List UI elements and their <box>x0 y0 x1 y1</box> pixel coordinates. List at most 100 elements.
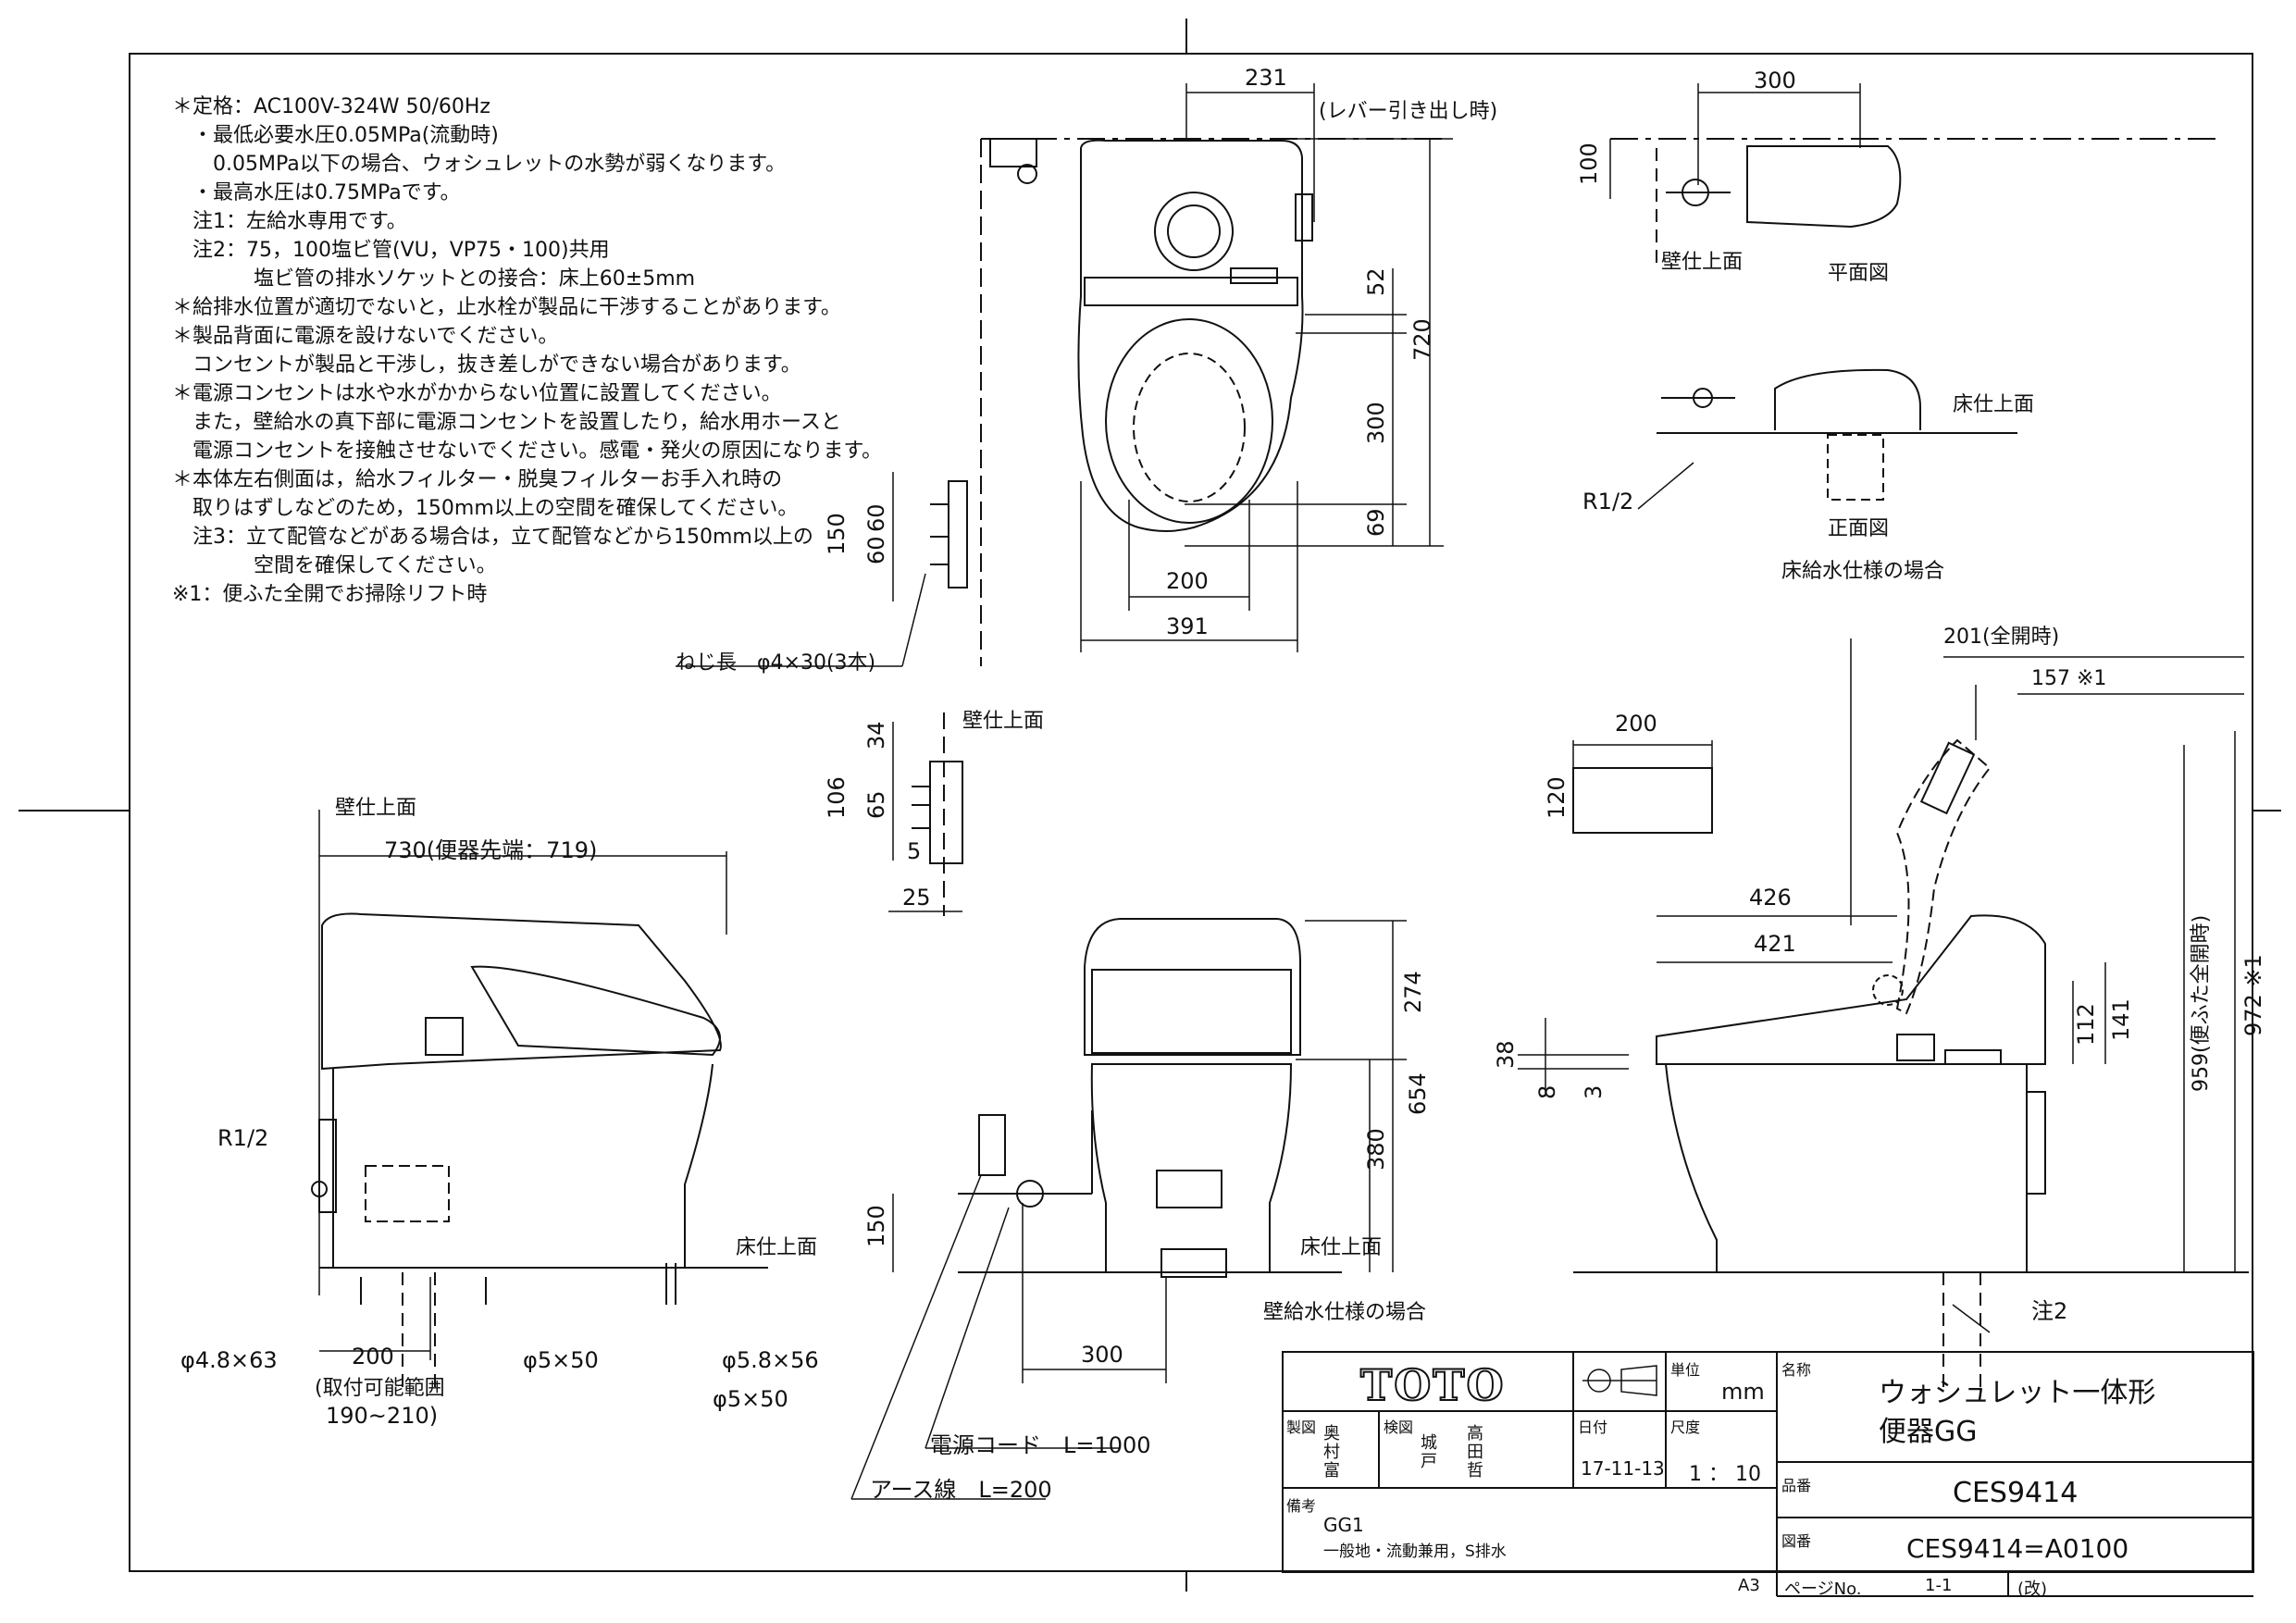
svg-text:3: 3 <box>1581 1085 1607 1099</box>
spec-note-line: 取りはずしなどのため，150mm以上の空間を確保してください。 <box>172 497 799 520</box>
page-label: ページNo. <box>1784 1580 1862 1599</box>
svg-text:60: 60 <box>863 536 889 564</box>
svg-text:69: 69 <box>1363 508 1389 537</box>
svg-text:壁仕上面: 壁仕上面 <box>335 797 416 820</box>
svg-text:200: 200 <box>352 1344 394 1369</box>
spec-note-line: コンセントが製品と干渉し，抜き差しができない場合があります。 <box>172 353 801 377</box>
product-name-1: ウォシュレット一体形 <box>1879 1377 2156 1409</box>
svg-text:150: 150 <box>824 513 850 555</box>
svg-text:300: 300 <box>1081 1342 1123 1368</box>
dimension-labels: 231 (レバー引き出し時) 52 720 300 69 200 391 150… <box>180 65 2266 1503</box>
svg-text:380: 380 <box>1363 1128 1389 1171</box>
svg-text:300: 300 <box>1754 68 1796 93</box>
unit-value: mm <box>1721 1379 1765 1405</box>
scale-value: 1 ： 10 <box>1689 1463 1761 1486</box>
svg-text:正面図: 正面図 <box>1828 517 1889 540</box>
svg-text:52: 52 <box>1363 267 1389 296</box>
svg-text:8: 8 <box>1534 1085 1560 1099</box>
svg-text:157 ※1: 157 ※1 <box>2031 667 2106 690</box>
svg-text:φ5×50: φ5×50 <box>523 1347 599 1373</box>
svg-text:100: 100 <box>1576 142 1602 185</box>
svg-text:25: 25 <box>902 885 931 911</box>
date-label: 日付 <box>1578 1419 1608 1436</box>
checked-label: 検図 <box>1384 1419 1414 1436</box>
front-view <box>850 712 1407 1500</box>
brand-logo: TOTO <box>1359 1359 1506 1411</box>
side-view <box>311 810 768 1388</box>
remarks-label: 備考 <box>1286 1497 1317 1515</box>
spec-note-line: ＊製品背面に電源を設けないでください。 <box>172 325 559 348</box>
svg-text:274: 274 <box>1400 971 1426 1013</box>
svg-text:200: 200 <box>1166 568 1209 594</box>
spec-note-line: また，壁給水の真下部に電源コンセントを設置したり，給水用ホースと <box>172 411 841 434</box>
svg-text:421: 421 <box>1754 931 1796 957</box>
spec-note-line: ＊電源コンセントは水や水がかからない位置に設置してください。 <box>172 382 782 405</box>
title-block <box>1282 1351 2254 1597</box>
drawing-number: CES9414=A0100 <box>1906 1533 2129 1564</box>
svg-text:65: 65 <box>863 790 889 819</box>
paper-size: A3 <box>1738 1576 1760 1595</box>
svg-text:201(全開時): 201(全開時) <box>1943 626 2059 649</box>
unit-label: 単位 <box>1670 1361 1701 1379</box>
svg-text:200: 200 <box>1615 711 1657 737</box>
top-view-dimensions <box>1080 83 1453 652</box>
spec-note-line: ＊本体左右側面は，給水フィルター・脱臭フィルターお手入れ時の <box>172 468 783 491</box>
svg-text:720: 720 <box>1409 318 1435 361</box>
svg-text:壁仕上面: 壁仕上面 <box>1661 251 1743 274</box>
drafted-by: 奥 村 富 <box>1323 1424 1340 1481</box>
svg-text:(レバー引き出し時): (レバー引き出し時) <box>1319 100 1497 123</box>
spec-note-line: 注2：75，100塩ビ管(VU，VP75・100)共用 <box>172 239 610 262</box>
spec-note-line: 塩ビ管の排水ソケットとの接合：床上60±5mm <box>172 267 696 291</box>
date-value: 17-11-13 <box>1581 1457 1665 1480</box>
svg-text:φ5.8×56: φ5.8×56 <box>722 1347 819 1373</box>
svg-text:38: 38 <box>1493 1040 1519 1069</box>
svg-text:注2: 注2 <box>2031 1298 2067 1324</box>
scale-label: 尺度 <box>1670 1419 1701 1436</box>
svg-text:R1/2: R1/2 <box>217 1125 268 1151</box>
svg-text:231: 231 <box>1245 65 1287 91</box>
svg-text:141: 141 <box>2108 998 2134 1041</box>
svg-text:112: 112 <box>2073 1003 2099 1046</box>
svg-text:106: 106 <box>824 776 850 819</box>
plan-view <box>1609 83 2221 268</box>
svg-text:壁仕上面: 壁仕上面 <box>962 710 1044 733</box>
svg-text:床給水仕様の場合: 床給水仕様の場合 <box>1781 560 1944 583</box>
revision: (改) <box>2017 1580 2048 1599</box>
svg-text:959(便ふた全開時): 959(便ふた全開時) <box>2190 915 2213 1092</box>
spec-note-line: ※1：便ふた全開でお掃除リフト時 <box>172 583 488 606</box>
product-name-2: 便器GG <box>1879 1416 1978 1448</box>
spec-note-line: ・最低必要水圧0.05MPa(流動時) <box>172 124 499 147</box>
svg-text:5: 5 <box>907 838 921 864</box>
svg-text:φ4.8×63: φ4.8×63 <box>180 1347 278 1373</box>
svg-text:平面図: 平面図 <box>1828 262 1889 285</box>
svg-text:床仕上面: 床仕上面 <box>1300 1236 1382 1259</box>
svg-text:R1/2: R1/2 <box>1582 489 1633 514</box>
svg-text:190~210): 190~210) <box>326 1403 438 1429</box>
drawing-label: 図番 <box>1781 1532 1812 1550</box>
spec-note-line: 注3：立て配管などがある場合は，立て配管などから150mm以上の <box>172 526 813 549</box>
svg-text:730(便器先端：719): 730(便器先端：719) <box>384 837 597 863</box>
checked-by-b: 高 田 哲 <box>1467 1424 1483 1481</box>
spec-note-line: 注1：左給水専用です。 <box>172 210 407 233</box>
part-label: 品番 <box>1781 1477 1812 1494</box>
svg-text:電源コード L=1000: 電源コード L=1000 <box>930 1432 1151 1458</box>
remote-bracket <box>676 472 968 667</box>
svg-text:ねじ長 φ4×30(3本): ねじ長 φ4×30(3本) <box>676 651 875 675</box>
name-label: 名称 <box>1781 1361 1812 1379</box>
svg-text:300: 300 <box>1363 402 1389 444</box>
svg-text:壁給水仕様の場合: 壁給水仕様の場合 <box>1263 1301 1426 1324</box>
spec-note-line: ・最高水圧は0.75MPaです。 <box>172 181 461 204</box>
svg-text:391: 391 <box>1166 613 1209 639</box>
svg-text:654: 654 <box>1405 1072 1431 1115</box>
svg-text:床仕上面: 床仕上面 <box>736 1236 817 1259</box>
floor-supply-front <box>1637 368 2017 510</box>
spec-note-line: ＊給排水位置が適切でないと，止水栓が製品に干渉することがあります。 <box>172 296 841 319</box>
right-side-view <box>1518 638 2249 1388</box>
svg-text:120: 120 <box>1544 776 1570 819</box>
svg-text:150: 150 <box>863 1205 889 1247</box>
drawing-frame <box>129 53 2253 1572</box>
svg-text:(取付可能範囲: (取付可能範囲 <box>315 1377 445 1400</box>
drafted-label: 製図 <box>1286 1419 1317 1436</box>
spec-note-line: 電源コンセントを接触させないでください。感電・発火の原因になります。 <box>172 440 883 463</box>
